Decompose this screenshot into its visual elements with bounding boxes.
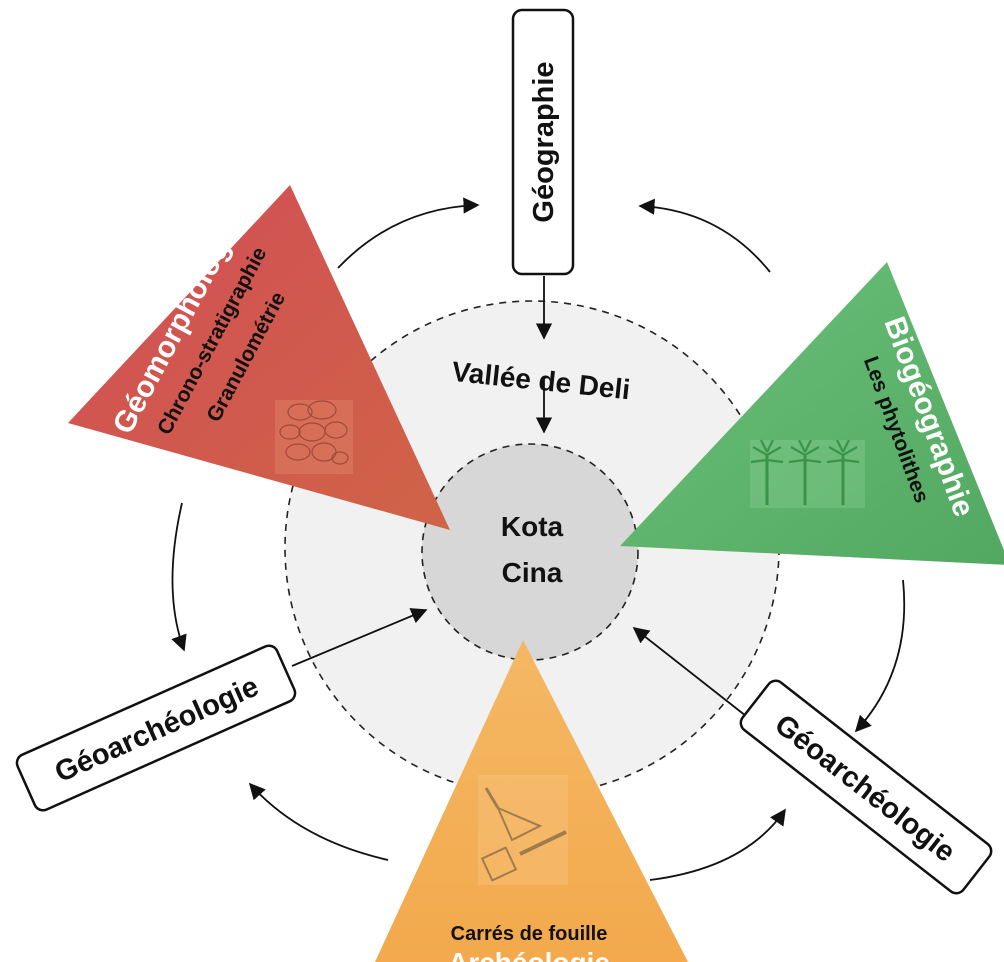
archaeology-triangle: Carrés de fouille Archéologie bbox=[375, 640, 688, 962]
arrow-right-geoarch-to-core bbox=[632, 626, 747, 717]
geoarchaeology-left-box: Géoarchéologie bbox=[15, 644, 297, 812]
arrow-left-geoarch-to-core bbox=[291, 608, 428, 667]
cycle-arrow-bottom-left bbox=[248, 782, 389, 861]
cycle-arrow-right bbox=[854, 579, 906, 733]
cycle-arrow-left bbox=[171, 502, 187, 652]
cycle-arrow-top-left bbox=[337, 197, 480, 269]
pebbles-icon bbox=[275, 400, 353, 474]
cycle-arrow-bottom-right bbox=[649, 808, 786, 881]
site-name-line1: Kota bbox=[501, 511, 564, 542]
palm-trees-icon bbox=[750, 439, 865, 508]
trowel-and-brush-icon bbox=[478, 775, 568, 885]
archaeology-sub1: Carrés de fouille bbox=[451, 923, 608, 945]
geography-label: Géographie bbox=[528, 61, 560, 222]
biogeography-triangle: Biogéographie Les phytolithes bbox=[620, 262, 1004, 565]
geoarchaeology-right-box: Géoarchéologie bbox=[739, 679, 993, 895]
site-core bbox=[421, 443, 639, 661]
geography-box: Géographie bbox=[511, 8, 575, 276]
archaeology-title: Archéologie bbox=[448, 947, 610, 962]
cycle-arrow-top-right bbox=[638, 198, 771, 273]
site-name-line2: Cina bbox=[502, 557, 563, 588]
geoarchaeology-right-label: Géoarchéologie bbox=[769, 709, 961, 869]
